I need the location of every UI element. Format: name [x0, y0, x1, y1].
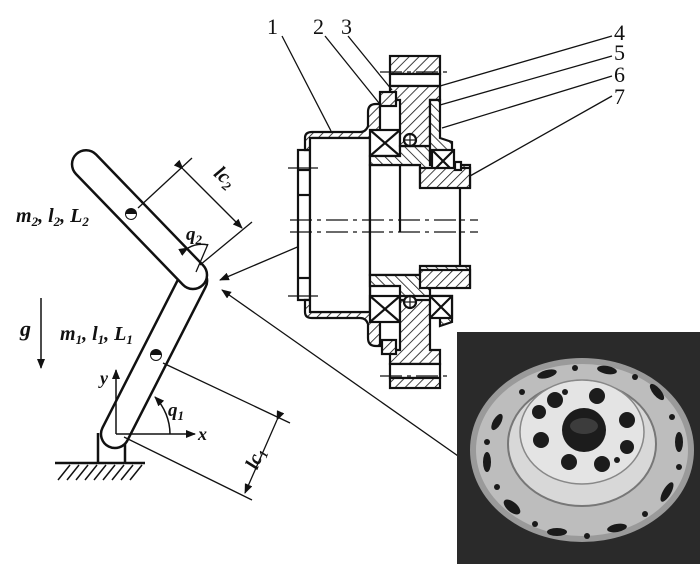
part-number-7: 7: [614, 84, 625, 109]
com-marker-2: [125, 208, 137, 220]
lc1-dimension: [123, 362, 291, 501]
part-number-3: 3: [341, 14, 352, 39]
part-number-6: 6: [614, 62, 625, 87]
q2-label: q2: [186, 224, 203, 247]
part-number-1: 1: [267, 14, 278, 39]
q1-arc: [154, 396, 171, 435]
part-number-2: 2: [313, 14, 324, 39]
part-number-5: 5: [614, 40, 625, 65]
lc2-dimension: [137, 157, 253, 266]
link1-params-label: m1, l1, L1: [60, 323, 133, 347]
part-number-4: 4: [614, 20, 625, 45]
lc2-label: lc2: [208, 162, 240, 194]
com-marker-1: [150, 349, 162, 361]
axis-x-label: x: [197, 424, 207, 444]
axis-y-label: y: [98, 368, 109, 388]
lc1-label: lc1: [241, 445, 271, 473]
reducer-cross-section: [288, 54, 478, 390]
link2-params-label: m2, l2, L2: [16, 205, 89, 229]
q1-label: q1: [168, 400, 184, 423]
gravity-label: g: [19, 316, 31, 341]
reducer-flange-photo: [457, 332, 700, 564]
link-2: [70, 148, 209, 291]
part-leaders: [281, 35, 613, 177]
pointer-to-photo: [221, 289, 479, 471]
ground: [55, 461, 145, 481]
coordinate-axes: [112, 369, 196, 438]
